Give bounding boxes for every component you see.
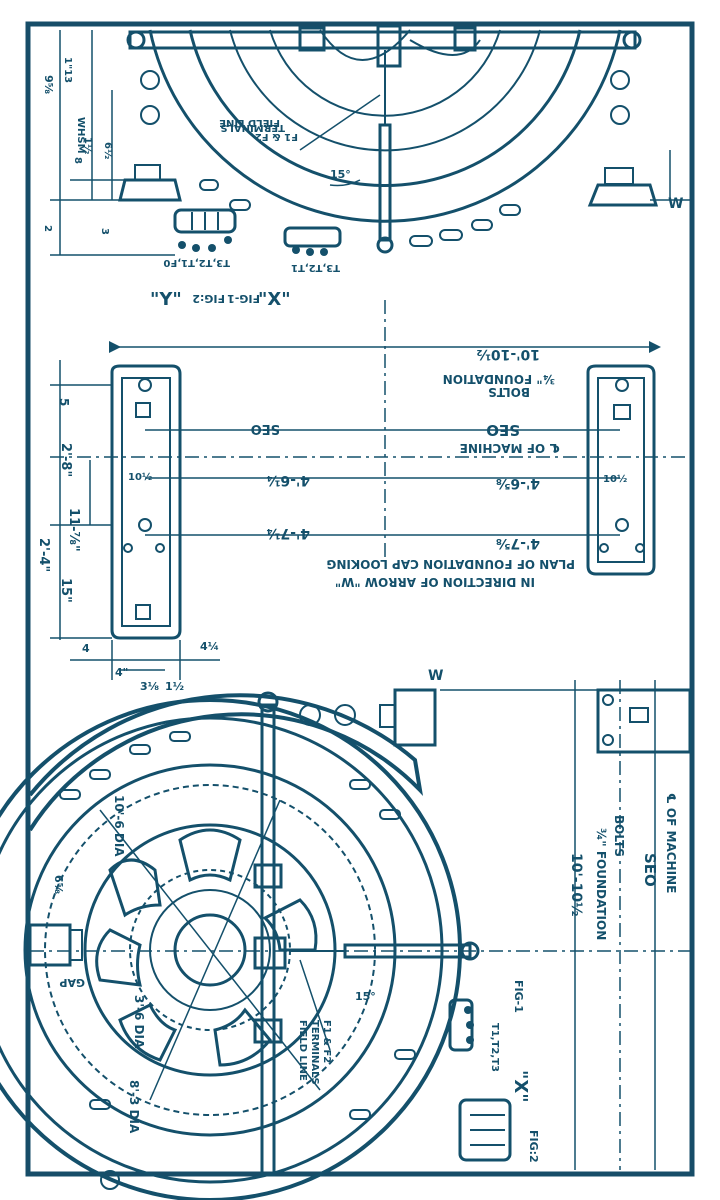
top-dim-2: 2	[42, 225, 53, 232]
top-fig2-label: FIG:2	[192, 292, 225, 305]
plan-left-dim-4: 2'-4"	[36, 538, 51, 572]
top-terminal-codes-label: F1 & F2	[255, 131, 298, 142]
bottom-fig1-label: FIG-1	[512, 980, 525, 1013]
top-terminals-label: TERMINALS	[220, 122, 285, 133]
bottom-fig2-label: FIG:2	[527, 1130, 540, 1163]
plan-seo-right: SEO	[486, 421, 520, 439]
bottom-dia1: 10'-6 DIA	[112, 795, 126, 857]
bottom-angle-label: 15°	[355, 990, 376, 1003]
bottom-w-label: W	[428, 668, 443, 684]
bottom-machine-view: 10'-6 DIA 3'-6 DIA 8'-3 DIA GAP 6⅝ FIELD…	[0, 668, 692, 1200]
plan-cl-machine: ℄ OF MACHINE	[460, 441, 560, 455]
plan-title-2: IN DIRECTION OF ARROW "W"	[335, 575, 535, 589]
bottom-terminal-codes: F1 & F2	[321, 1020, 332, 1063]
bottom-dia2: 3'-6 DIA	[132, 995, 146, 1049]
bottom-terms-label: T1,T2,T3	[489, 1023, 500, 1072]
top-machine-view: FIELD LINE TERMINALS F1 & F2 15° FIG-1 F…	[42, 24, 690, 310]
top-fig1-label: FIG-1	[227, 292, 260, 305]
plan-dim-10b: 10½	[603, 474, 627, 485]
bottom-cl-machine: ℄ OF MACHINE	[664, 793, 678, 893]
plan-bottom-dim-0: 4	[82, 642, 90, 655]
top-terms-label: T3,T2,T1	[291, 262, 340, 273]
top-dim-612: 6½	[102, 142, 113, 159]
top-dim-8: 8	[72, 157, 83, 164]
plan-left-dim-3: 15"	[58, 578, 73, 603]
top-w-label: W	[668, 196, 683, 212]
plan-bottom-dim-3: 1½	[165, 680, 184, 693]
bottom-foundation-label: ¾" FOUNDATION	[594, 828, 608, 940]
plan-left-dim-0: 5	[57, 398, 71, 406]
bottom-overall-dim: 10'-10½	[568, 853, 584, 917]
plan-dim-d1: 4'-6¼	[266, 472, 310, 488]
bottom-bolts-label: BOLTS	[612, 815, 626, 857]
plan-bottom-dim-2: 3⅛	[140, 680, 159, 693]
top-x-label: "X"	[258, 289, 291, 310]
plan-bottom-dim-4: 4¼	[200, 640, 219, 653]
top-dim-958: 9⅝	[42, 75, 55, 94]
plan-left-dim-1: 2'-8"	[58, 443, 73, 477]
top-dim-112: 1½	[82, 137, 93, 154]
plan-dim-d2: 4'-6⅝	[496, 475, 540, 491]
foundation-plan: 10'-10½ ¾" FOUNDATION BOLTS SEO SEO ℄ OF…	[36, 300, 690, 693]
top-angle-label: 15°	[330, 168, 351, 181]
top-dim-whsm: WHSM	[75, 117, 86, 154]
plan-title-1: PLAN OF FOUNDATION CAP LOOKING	[327, 557, 575, 571]
top-field-line-label: FIELD LINE	[219, 117, 280, 128]
bottom-gap-label: GAP	[59, 976, 85, 989]
top-dim-113: 1"13	[62, 57, 73, 83]
bottom-x-label: "X"	[510, 1070, 531, 1103]
top-dim-3: 3	[99, 228, 110, 235]
bottom-terminals-label: TERMINALS	[309, 1020, 320, 1085]
plan-seo-left: SEO	[251, 421, 280, 436]
plan-foundation-label: ¾" FOUNDATION	[443, 372, 555, 386]
plan-dim-d3: 4'-7¼	[266, 525, 310, 541]
plan-dim-d4: 4'-7⅝	[496, 535, 540, 551]
plan-bottom-dim-1: 4"	[115, 666, 128, 679]
bottom-gap-dim: 6⅝	[52, 875, 65, 894]
bottom-dia3: 8'-3 DIA	[127, 1080, 141, 1134]
plan-dim-10a: 10½	[128, 472, 152, 483]
bottom-seo-label: SEO	[641, 853, 659, 887]
plan-bolts-label: BOLTS	[488, 385, 530, 399]
plan-left-dim-2: 11-⅞"	[66, 508, 81, 552]
top-y-label: "Y"	[150, 289, 182, 310]
plan-overall-dim: 10'-10½	[476, 346, 540, 362]
top-terms2-label: T3,T2,T1,F0	[163, 257, 230, 268]
bottom-field-line-label: FIELD LINE	[297, 1020, 308, 1081]
